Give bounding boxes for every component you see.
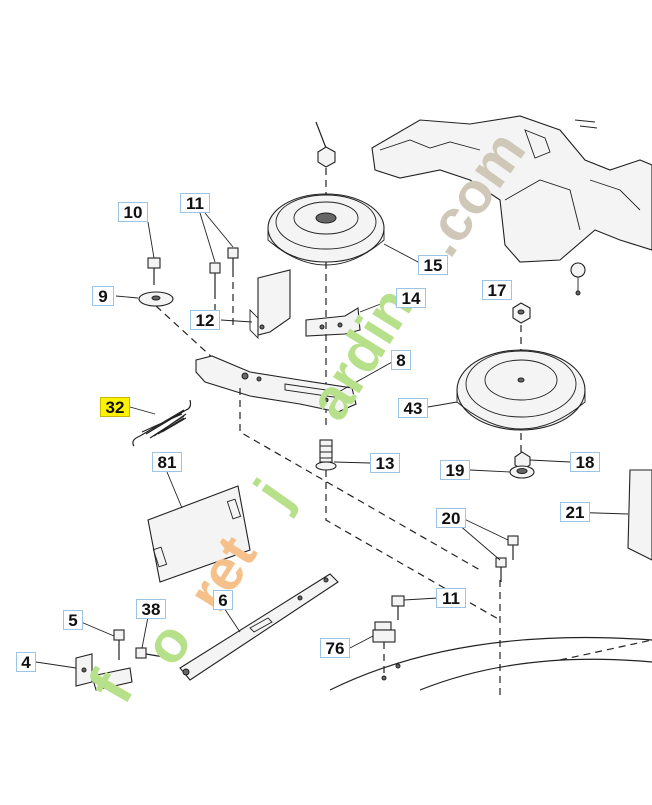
spacer-13 bbox=[315, 439, 337, 471]
leader-top-nut bbox=[315, 121, 327, 149]
callout-21: 21 bbox=[560, 502, 590, 522]
callout-5: 5 bbox=[63, 610, 83, 630]
nut-18 bbox=[514, 451, 531, 471]
callout-10: 10 bbox=[118, 202, 148, 222]
callout-9: 9 bbox=[92, 286, 114, 306]
deck-outline bbox=[329, 636, 652, 691]
callout-11-bottom: 11 bbox=[436, 588, 466, 608]
callout-13: 13 bbox=[370, 453, 400, 473]
plate-81 bbox=[147, 485, 251, 583]
callout-6: 6 bbox=[213, 590, 233, 610]
callout-14: 14 bbox=[396, 288, 426, 308]
callout-4: 4 bbox=[16, 652, 36, 672]
cover-21 bbox=[627, 469, 652, 561]
axis-diagonal-1 bbox=[239, 388, 481, 571]
callout-17: 17 bbox=[482, 280, 512, 300]
callout-19: 19 bbox=[440, 460, 470, 480]
callout-32: 32 bbox=[100, 397, 130, 417]
top-nut bbox=[317, 146, 336, 168]
bearing-19 bbox=[509, 465, 535, 479]
bolt-5 bbox=[113, 629, 125, 660]
callout-8: 8 bbox=[391, 350, 411, 370]
pulley-15 bbox=[267, 193, 385, 266]
idler-plate-8 bbox=[195, 355, 357, 413]
spring-32 bbox=[132, 399, 192, 447]
bracket-4 bbox=[75, 653, 133, 691]
bolt-11-lower bbox=[391, 595, 405, 620]
bolts-20 bbox=[495, 535, 519, 582]
callout-15: 15 bbox=[418, 255, 448, 275]
leader-lines bbox=[35, 212, 629, 669]
callout-11-top: 11 bbox=[180, 193, 210, 213]
fitting-76 bbox=[372, 621, 401, 681]
callout-81: 81 bbox=[152, 452, 182, 472]
bolt-10 bbox=[147, 257, 161, 285]
callout-38: 38 bbox=[136, 599, 166, 619]
bolt-38 bbox=[135, 647, 171, 659]
axis-washer bbox=[155, 305, 216, 361]
callout-18: 18 bbox=[570, 452, 600, 472]
deck-bracket-assembly bbox=[371, 115, 652, 296]
nut-17 bbox=[512, 302, 531, 324]
callout-43: 43 bbox=[398, 398, 428, 418]
bolts-11 bbox=[209, 247, 239, 330]
rod-6 bbox=[179, 573, 339, 681]
callout-76: 76 bbox=[320, 638, 350, 658]
bracket-12 bbox=[249, 269, 291, 340]
bracket-14 bbox=[305, 307, 361, 337]
pulley-43 bbox=[456, 349, 586, 431]
callout-20: 20 bbox=[436, 508, 466, 528]
callout-12: 12 bbox=[190, 310, 220, 330]
axis-diagonal-2 bbox=[325, 470, 501, 621]
washer-9 bbox=[138, 291, 174, 307]
